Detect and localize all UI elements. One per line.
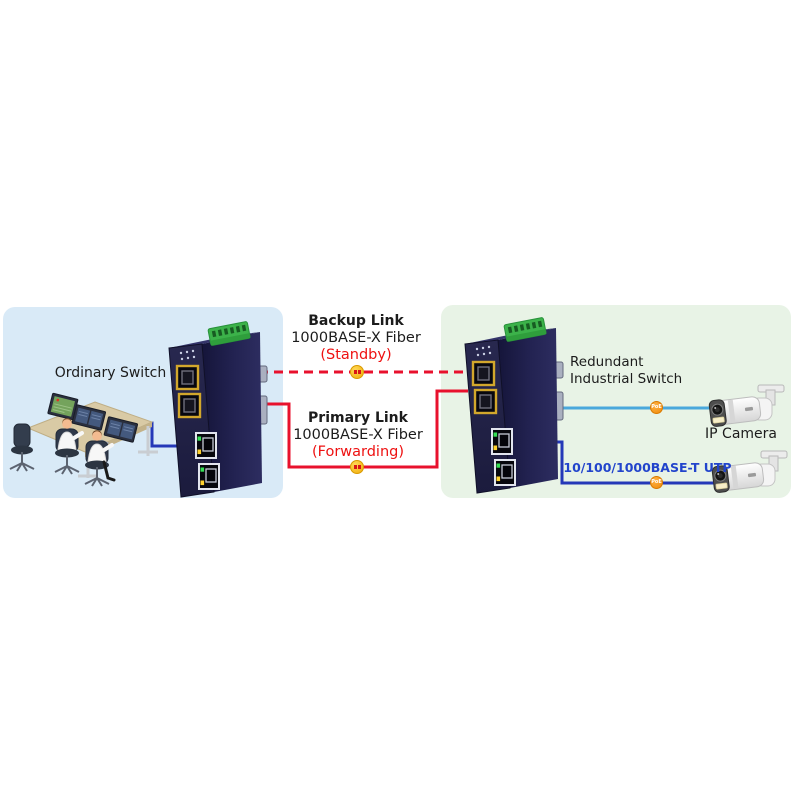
redundant-switch-label-line1: Redundant (570, 354, 644, 370)
backup-link-title: Backup Link (308, 313, 404, 329)
backup-link-caption: Backup Link 1000BASE-X Fiber (Standby) (272, 313, 440, 363)
ordinary-switch-label: Ordinary Switch (54, 365, 167, 381)
utp-link-label: 10/100/1000BASE-T UTP (563, 460, 732, 475)
poe-badge-icon: PoE (650, 476, 663, 489)
backup-link-medium: 1000BASE-X Fiber (291, 330, 421, 346)
office-chair (9, 423, 35, 472)
lc-connector-icon (350, 365, 364, 379)
primary-link-title: Primary Link (308, 410, 408, 426)
operator-2 (84, 430, 116, 487)
poe-badge-icon: PoE (650, 401, 663, 414)
workstations-illustration (9, 392, 158, 487)
operator-1 (54, 418, 84, 475)
ordinary-switch-device (167, 320, 269, 499)
redundant-switch-label: Redundant Industrial Switch (570, 354, 780, 387)
primary-link-state: (Forwarding) (311, 444, 405, 460)
redundant-switch-label-line2: Industrial Switch (570, 370, 683, 387)
primary-link-medium: 1000BASE-X Fiber (293, 427, 423, 443)
ip-camera-1 (708, 384, 785, 428)
lc-connector-icon (350, 460, 364, 474)
ip-camera-label: IP Camera (705, 426, 777, 442)
primary-link-caption: Primary Link 1000BASE-X Fiber (Forwardin… (272, 410, 444, 460)
redundant-industrial-switch-device (463, 316, 565, 495)
backup-link-state: (Standby) (320, 347, 392, 363)
